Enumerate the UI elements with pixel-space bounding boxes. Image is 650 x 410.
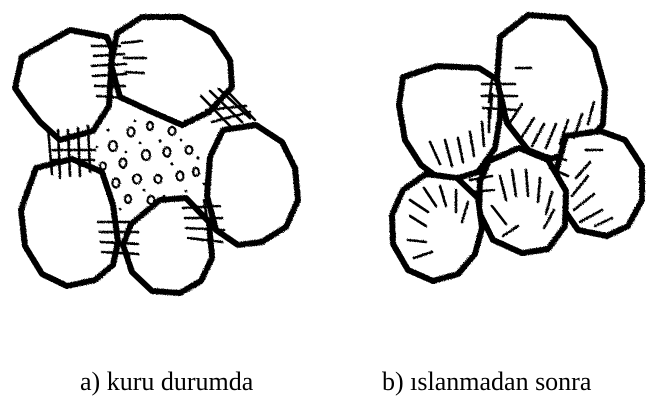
grain-a3 [207,125,298,245]
grain-b4 [479,148,566,253]
grain-b5 [392,174,482,281]
caption-a: a) kuru durumda [80,367,254,396]
panel-dry-state [15,17,298,293]
grains-b [392,15,642,281]
grains-a [15,17,298,293]
grain-a4 [123,198,212,293]
grain-b3 [556,131,642,236]
panel-after-wetting [392,15,642,281]
pore-particles [100,122,199,204]
caption-b: b) ıslanmadan sonra [382,367,592,396]
